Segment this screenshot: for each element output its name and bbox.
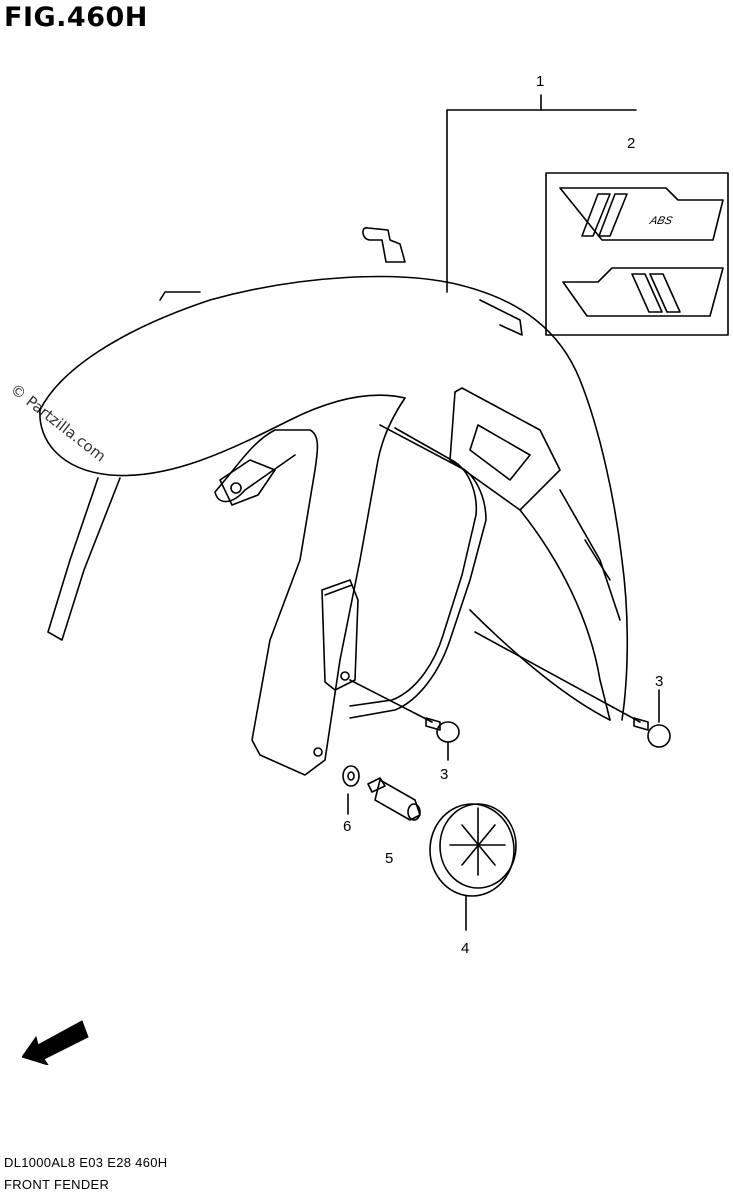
fender-clip xyxy=(362,227,406,263)
callout-5: 5 xyxy=(385,850,394,867)
model-code: DL1000AL8 E03 E28 460H xyxy=(4,1155,168,1170)
callout-3a: 3 xyxy=(440,766,449,783)
fwd-arrow-icon xyxy=(22,1020,89,1065)
decal-abs-text: ABS xyxy=(648,215,674,227)
section-name: FRONT FENDER xyxy=(4,1177,110,1192)
callout-6: 6 xyxy=(343,818,352,835)
fender-outline xyxy=(39,275,629,776)
decal-box xyxy=(545,172,729,336)
screw-right-3 xyxy=(474,631,671,748)
spacer-5 xyxy=(367,777,421,821)
figure-title: FIG.460H xyxy=(4,2,148,33)
washer-6 xyxy=(342,765,360,815)
callout-1: 1 xyxy=(536,73,545,90)
callout-3b: 3 xyxy=(655,673,664,690)
callout-2: 2 xyxy=(627,135,636,152)
screw-left-3 xyxy=(349,679,460,761)
leader-line-1 xyxy=(446,94,637,293)
reflector-4 xyxy=(429,803,517,931)
callout-4: 4 xyxy=(461,940,470,957)
